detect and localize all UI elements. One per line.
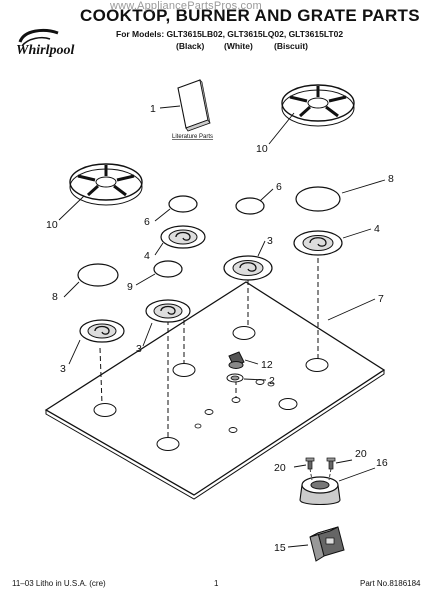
callout-20: 20 <box>355 448 367 460</box>
color-label-biscuit: (Biscuit) <box>274 41 308 51</box>
screw <box>305 457 315 470</box>
callout-8: 8 <box>52 291 58 303</box>
color-label-white: (White) <box>224 41 253 51</box>
callout-1: 1 <box>150 103 156 115</box>
burner-hole <box>278 398 298 410</box>
burner-base <box>293 230 343 256</box>
models-line: For Models: GLT3615LB02, GLT3615LQ02, GL… <box>116 29 344 39</box>
callout-8: 8 <box>388 173 394 185</box>
callout-10: 10 <box>256 143 268 155</box>
burner-cap-small <box>153 260 183 278</box>
grate-right <box>281 84 355 127</box>
burner-base <box>223 255 273 281</box>
callout-15: 15 <box>274 542 286 554</box>
callout-2: 2 <box>269 375 275 387</box>
footer-litho: 11–03 Litho in U.S.A. (cre) <box>12 579 106 588</box>
footer-part-number: Part No.8186184 <box>360 579 421 588</box>
burner-base <box>79 319 125 343</box>
callout-4: 4 <box>144 250 150 262</box>
whirlpool-swirl-icon: Whirlpool <box>16 28 74 58</box>
callout-20: 20 <box>274 462 286 474</box>
callout-6: 6 <box>144 216 150 228</box>
callout-3: 3 <box>136 343 142 355</box>
brand-wordmark: Whirlpool <box>16 43 74 58</box>
callout-9: 9 <box>127 281 133 293</box>
burner-base <box>160 225 206 249</box>
knob-hole <box>231 397 241 403</box>
callout-3: 3 <box>60 363 66 375</box>
knob-hole <box>204 409 214 415</box>
burner-assembly <box>299 476 341 506</box>
page-title: COOKTOP, BURNER AND GRATE PARTS <box>80 6 420 25</box>
burner-hole <box>93 403 117 417</box>
burner-cap-large <box>295 186 341 212</box>
burner-hole <box>172 363 196 377</box>
literature-parts: Literature Parts <box>172 79 213 140</box>
literature-parts-label: Literature Parts <box>172 134 213 140</box>
callout-4: 4 <box>374 223 380 235</box>
color-label-black: (Black) <box>176 41 205 51</box>
leader-lines <box>58 105 386 548</box>
control-knob <box>228 351 245 369</box>
spark-module <box>309 526 345 562</box>
burner-hole <box>156 437 180 451</box>
burner-base <box>145 299 191 323</box>
burner-cap-small <box>168 195 198 213</box>
burner-cap-large <box>77 263 119 287</box>
dashed-guide-lines <box>99 250 319 438</box>
knob-hole <box>267 381 275 387</box>
burner-hole <box>232 326 256 340</box>
callout-16: 16 <box>376 457 388 469</box>
screw-guide-lines <box>309 468 332 481</box>
callout-6: 6 <box>276 181 282 193</box>
callout-7: 7 <box>378 293 384 305</box>
callout-3: 3 <box>267 235 273 247</box>
knob-hole <box>228 427 238 433</box>
footer-page-number: 1 <box>214 579 219 588</box>
burner-cap-small <box>235 197 265 215</box>
knob-hole <box>194 423 202 429</box>
callout-12: 12 <box>261 359 273 371</box>
cooktop-edge <box>45 370 385 500</box>
screw <box>326 457 336 470</box>
knob-bezel <box>226 373 244 383</box>
callout-10: 10 <box>46 219 58 231</box>
brand-logo: Whirlpool <box>14 28 88 63</box>
watermark-text: www.AppliancePartsPros.com <box>110 0 262 12</box>
grate-left <box>69 163 143 206</box>
burner-hole <box>305 358 329 372</box>
